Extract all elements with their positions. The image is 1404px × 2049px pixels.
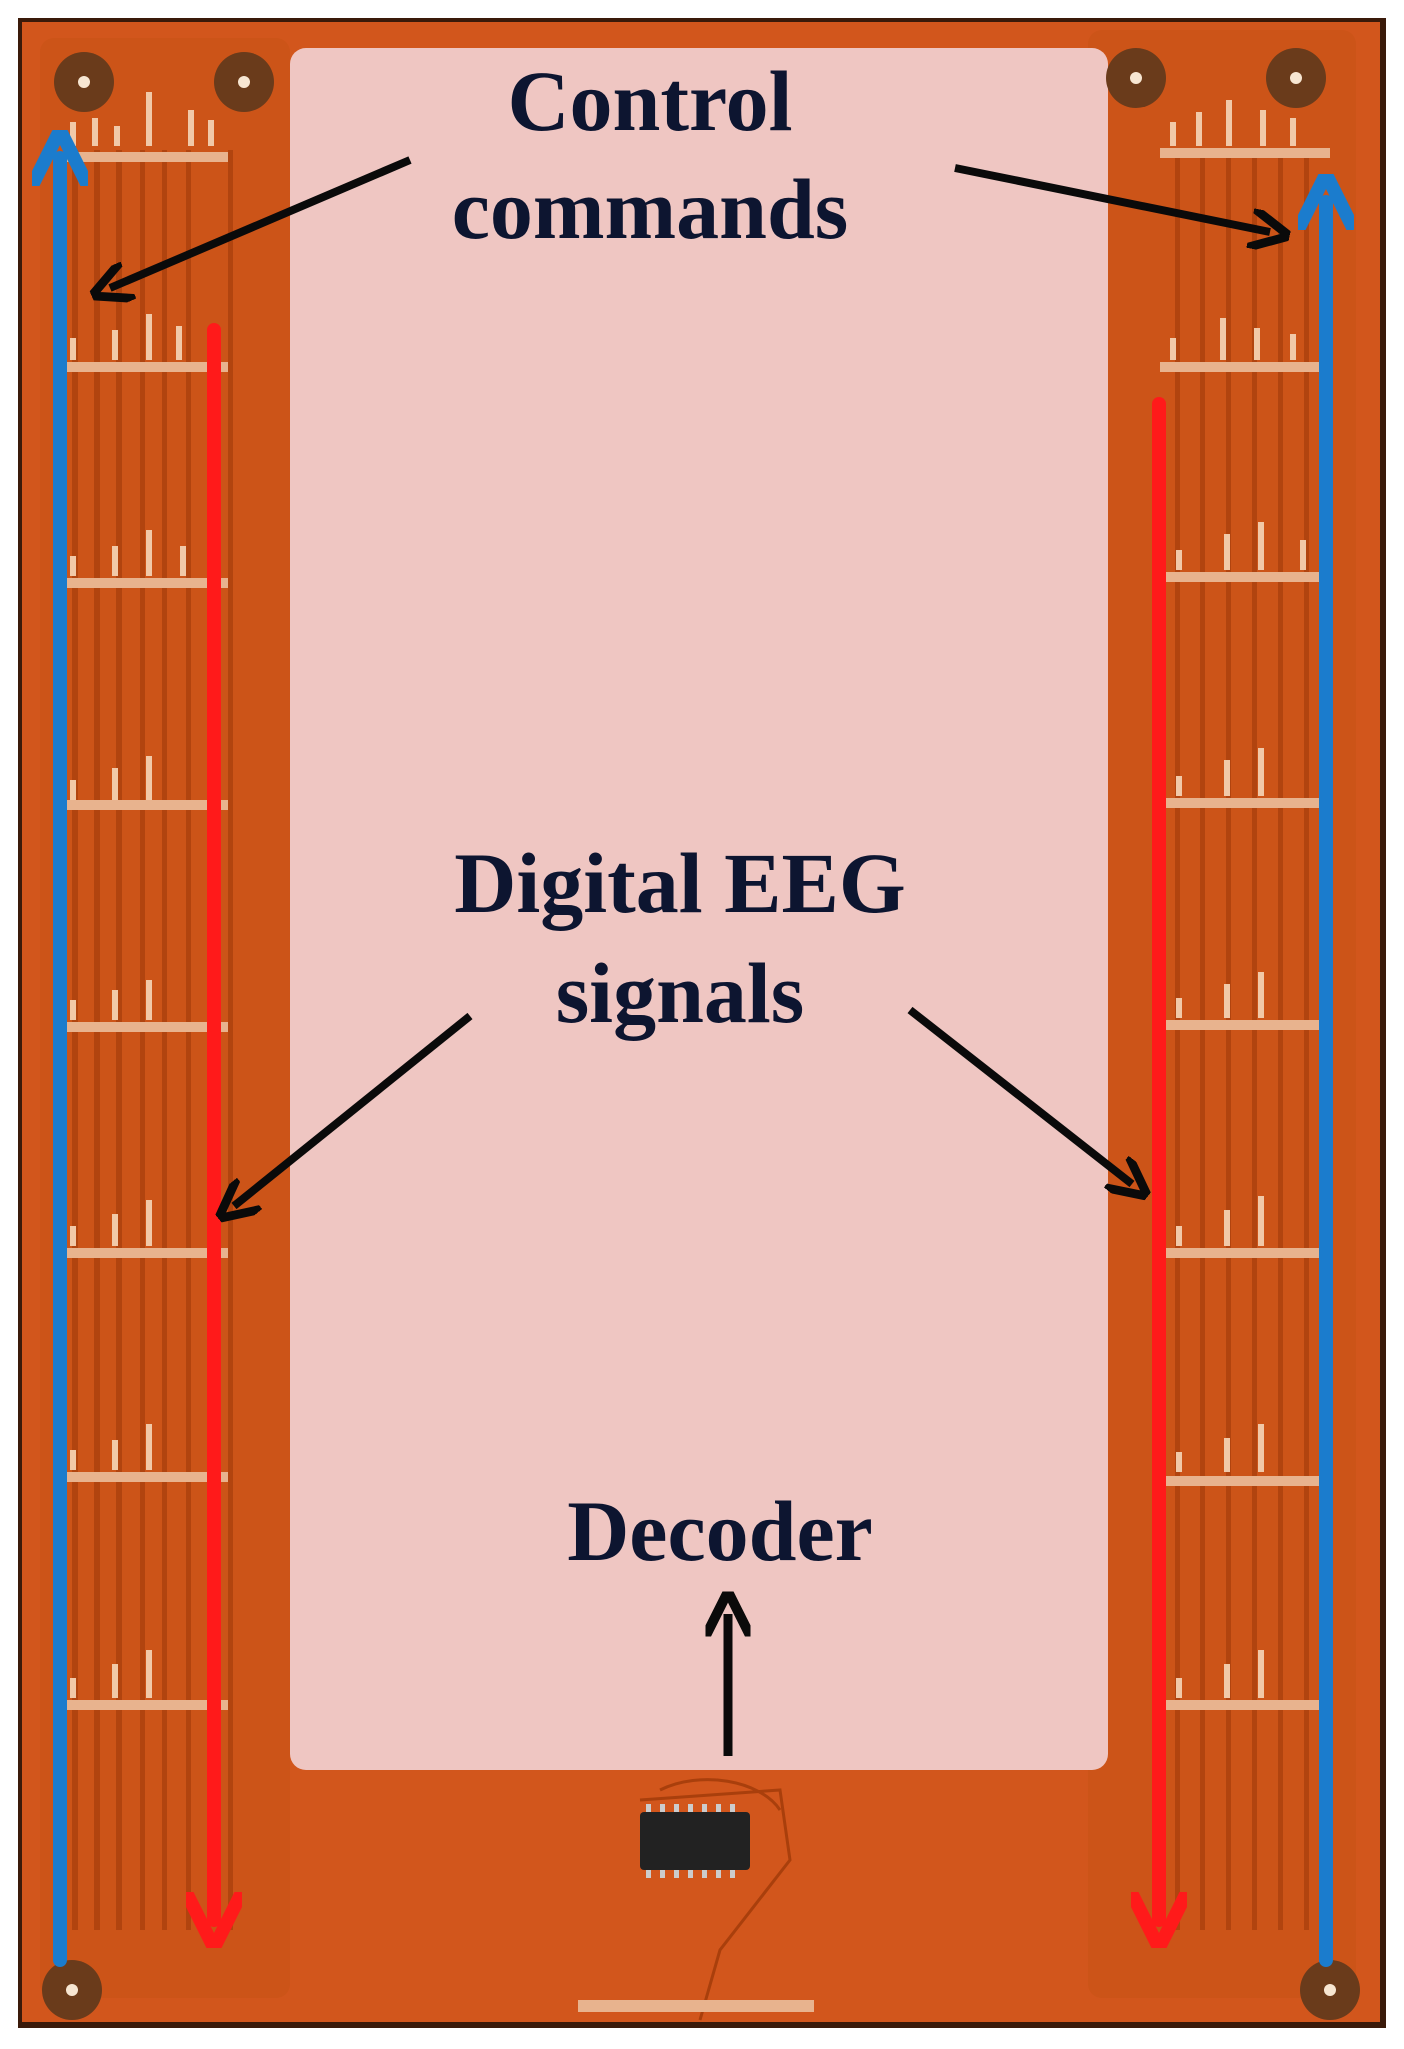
control-commands-line2: commands — [451, 161, 849, 257]
center-panel — [290, 48, 1108, 1770]
decoder-chip-icon — [578, 1778, 814, 2021]
mounting-hole-icon — [42, 48, 1360, 2020]
left-electrode-pads — [58, 152, 228, 1710]
control-commands-line1: Control — [507, 53, 793, 149]
pointer-eeg-left — [234, 1012, 473, 1206]
decoder-label: Decoder — [567, 1483, 873, 1579]
pointer-control-right — [954, 164, 1270, 232]
control-commands-label: Control commands — [420, 58, 880, 274]
digital-eeg-line1: Digital EEG — [454, 835, 906, 931]
digital-eeg-signals-label: Digital EEG signals — [400, 840, 960, 1060]
left-trace-bundle — [72, 150, 233, 1930]
pointer-eeg-right — [907, 1006, 1132, 1184]
digital-eeg-line2: signals — [555, 945, 805, 1041]
right-components — [1170, 100, 1306, 1698]
pointer-control-left — [110, 156, 412, 288]
left-components — [70, 92, 214, 1698]
right-electrode-pads — [1160, 148, 1330, 1710]
right-trace-bundle — [1175, 150, 1309, 1930]
